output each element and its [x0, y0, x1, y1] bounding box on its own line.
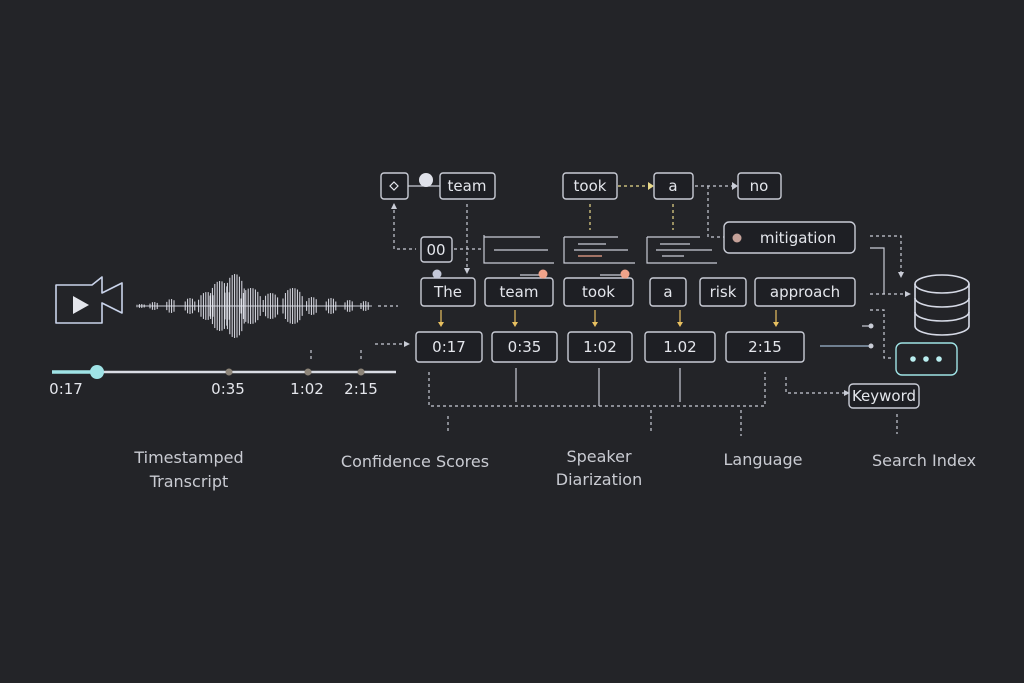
- word-label: approach: [770, 283, 840, 301]
- word-label: took: [582, 283, 615, 301]
- token-node: [439, 172, 496, 200]
- section-label: Search Index: [872, 451, 976, 470]
- word-label: team: [500, 283, 539, 301]
- section-label: Transcript: [149, 472, 229, 491]
- keyword-node: [848, 383, 920, 409]
- timestamp-label: 1:02: [583, 338, 617, 356]
- word-label: risk: [710, 283, 737, 301]
- timestamp-label: 0:35: [508, 338, 542, 356]
- token-label: team: [448, 177, 487, 195]
- word-label: a: [663, 283, 672, 301]
- timestamp-node: [725, 331, 805, 363]
- audio-waveform-icon: [136, 274, 372, 338]
- text-lines-icon: [563, 236, 635, 264]
- keyword-label: Keyword: [852, 387, 916, 405]
- diamond-node: [380, 172, 409, 200]
- tag-node: [723, 221, 856, 254]
- counter-node: [420, 236, 453, 263]
- counter-label: 00: [426, 241, 445, 259]
- timeline-label: 0:35: [211, 380, 245, 398]
- word-node: [484, 277, 554, 307]
- word-node: [420, 277, 476, 307]
- section-label: Timestamped: [133, 448, 243, 467]
- section-label: Confidence Scores: [341, 452, 489, 471]
- playhead-knob[interactable]: [90, 365, 104, 379]
- timeline-label: 0:17: [49, 380, 83, 398]
- section-label: Diarization: [556, 470, 642, 489]
- token-node: [653, 172, 694, 200]
- timeline-scrubber[interactable]: [52, 350, 396, 379]
- text-lines-icon: [646, 236, 717, 264]
- word-node: [754, 277, 856, 307]
- word-label: The: [433, 283, 462, 301]
- token-node: [562, 172, 618, 200]
- word-node: [699, 277, 747, 307]
- database-icon: [914, 274, 970, 336]
- token-label: took: [574, 177, 607, 195]
- token-label: a: [668, 177, 677, 195]
- timestamp-label: 2:15: [748, 338, 782, 356]
- section-label: Language: [724, 450, 803, 469]
- section-label: Speaker: [566, 447, 632, 466]
- timeline-label: 2:15: [344, 380, 378, 398]
- word-node: [649, 277, 687, 307]
- timestamp-node: [415, 331, 483, 363]
- diamond-icon: [389, 181, 399, 191]
- token-label: no: [750, 177, 769, 195]
- timestamp-node: [491, 331, 558, 363]
- timeline-label: 1:02: [290, 380, 324, 398]
- node-dot: [419, 173, 433, 187]
- timestamp-label: 1.02: [663, 338, 696, 356]
- token-node: [737, 172, 782, 200]
- timestamp-label: 0:17: [432, 338, 466, 356]
- timestamp-node: [644, 331, 716, 363]
- text-lines-icon: [483, 235, 554, 264]
- timestamp-node: [567, 331, 633, 363]
- video-camera-icon: [55, 276, 123, 324]
- chat-bubble-icon: [895, 342, 958, 376]
- word-node: [563, 277, 634, 307]
- tag-label: mitigation: [760, 229, 836, 247]
